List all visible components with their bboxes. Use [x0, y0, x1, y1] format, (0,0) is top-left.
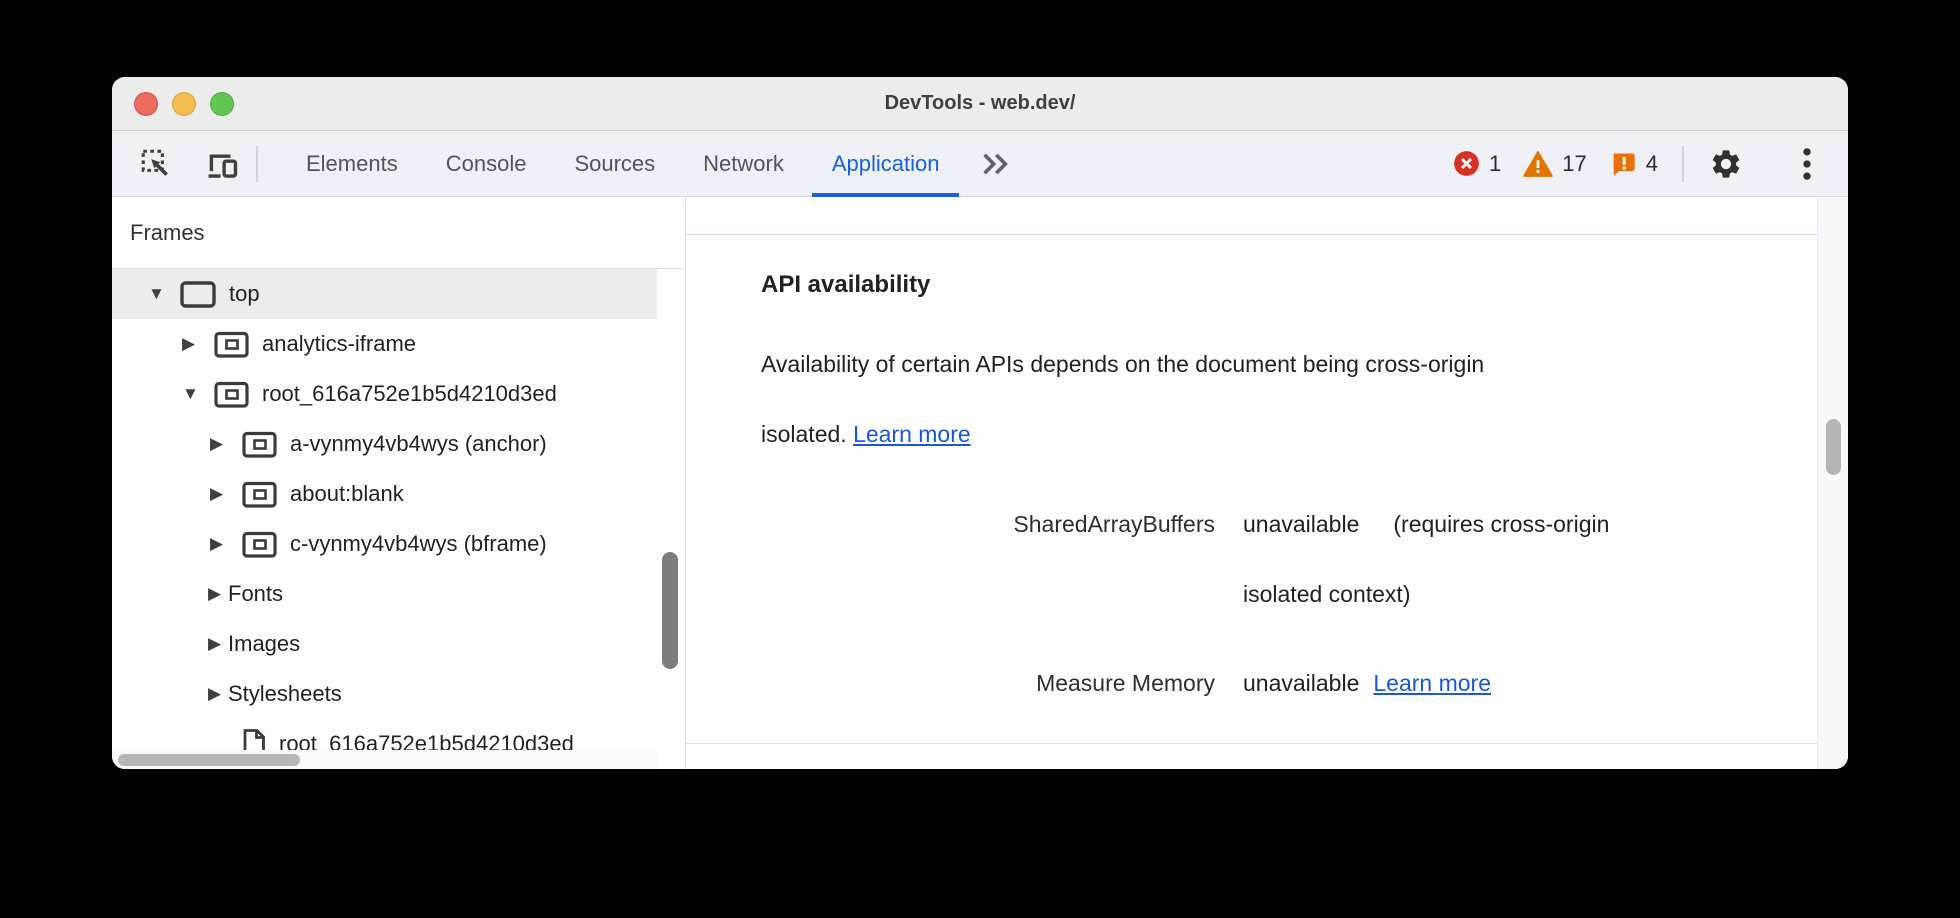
availability-row-sharedarraybuffers: SharedArrayBuffers unavailable (requires c…	[686, 489, 1817, 629]
toolbar-right: 1 17 4	[1453, 145, 1848, 182]
zoom-button[interactable]	[210, 91, 234, 116]
tree-item-label: Fonts	[228, 581, 284, 606]
api-status: unavailable Learn more	[1243, 648, 1783, 718]
triangle-right-icon[interactable]: ▶	[208, 584, 222, 603]
settings-gear-icon[interactable]	[1708, 146, 1744, 182]
tree-item-analytics-iframe[interactable]: ▶ analytics-iframe	[112, 319, 657, 369]
issues-icon	[1613, 153, 1635, 176]
tab-network[interactable]: Network	[703, 150, 784, 176]
titlebar: DevTools - web.dev/	[112, 77, 1848, 131]
iframe-icon	[214, 381, 249, 408]
warning-count: 17	[1562, 150, 1587, 176]
triangle-right-icon[interactable]: ▶	[182, 334, 196, 353]
device-toolbar-icon[interactable]	[204, 146, 240, 182]
learn-more-link[interactable]: Learn more	[1373, 670, 1491, 696]
main-vertical-scrollbar[interactable]	[1817, 197, 1848, 769]
warning-badge[interactable]: 17	[1523, 150, 1587, 178]
tab-strip: Elements Console Sources Network Application	[282, 131, 963, 197]
tree-item-root-616a752e1b5d4210d3ed[interactable]: ▼ root_616a752e1b5d4210d3ed	[112, 369, 657, 419]
tab-application[interactable]: Application	[808, 131, 964, 197]
availability-table: SharedArrayBuffers unavailable (requires c…	[686, 489, 1817, 718]
issues-count: 4	[1645, 150, 1658, 176]
devtools-toolbar: Elements Console Sources Network Application…	[112, 131, 1848, 197]
devtools-window: DevTools - web.dev/ Elements Console Sourc…	[112, 77, 1848, 769]
tree-item-label: a-vynmy4vb4wys (anchor)	[290, 431, 547, 456]
tree-item-label: analytics-iframe	[262, 331, 417, 356]
tree-item-fonts[interactable]: ▶ Fonts	[112, 569, 657, 619]
triangle-right-icon[interactable]: ▶	[210, 434, 224, 453]
iframe-icon	[242, 531, 277, 558]
error-badge[interactable]: 1	[1453, 150, 1501, 177]
frame-icon	[180, 281, 216, 308]
sidebar-horizontal-scrollbar[interactable]	[112, 750, 657, 769]
tree-item-label: top	[229, 281, 260, 306]
application-sidebar: Frames ▼ top ▶ analytics-iframe ▼ root_616a75…	[112, 197, 686, 769]
iframe-icon	[242, 431, 277, 458]
traffic-lights	[134, 77, 234, 130]
frames-section-header[interactable]: Frames	[112, 197, 685, 269]
section-title: API availability	[761, 271, 931, 298]
main-content: API availability Availability of certain…	[686, 197, 1817, 769]
availability-row-measure-memory: Measure Memory unavailable Learn more	[686, 648, 1817, 718]
sidebar-vertical-scrollbar[interactable]	[656, 197, 684, 769]
kebab-menu-icon[interactable]	[1796, 146, 1818, 182]
tab-console[interactable]: Console	[445, 150, 527, 176]
tree-item-top[interactable]: ▼ top	[112, 269, 657, 319]
iframe-icon	[214, 331, 249, 358]
devtools-content: Frames ▼ top ▶ analytics-iframe ▼ root_616a75…	[112, 197, 1848, 769]
triangle-right-icon[interactable]: ▶	[208, 684, 222, 703]
window-title: DevTools - web.dev/	[884, 92, 1076, 114]
close-button[interactable]	[134, 91, 158, 116]
more-tabs-icon[interactable]	[979, 151, 1011, 177]
inspect-element-icon[interactable]	[138, 146, 174, 182]
frame-tree: ▼ top ▶ analytics-iframe ▼ root_616a752e1b5d4…	[112, 269, 657, 769]
triangle-right-icon[interactable]: ▶	[210, 484, 224, 503]
toolbar-separator-right	[1682, 145, 1684, 182]
tree-item-c-vynmy4vb4wys-bframe[interactable]: ▶ c-vynmy4vb4wys (bframe)	[112, 519, 657, 569]
triangle-down-icon[interactable]: ▼	[148, 284, 165, 303]
toolbar-separator	[256, 145, 258, 182]
issues-badge[interactable]: 4	[1609, 150, 1658, 178]
toolbar-left-icons	[112, 146, 240, 182]
status-value: unavailable	[1243, 511, 1360, 537]
sidebar-vertical-scrollbar-thumb[interactable]	[662, 552, 678, 669]
status-note: (requires cross-origin	[1393, 511, 1610, 537]
section-divider	[686, 743, 1817, 744]
api-status: unavailable (requires cross-origin isolate…	[1243, 489, 1783, 629]
api-name: Measure Memory	[1036, 670, 1215, 696]
learn-more-link[interactable]: Learn more	[853, 421, 971, 447]
description-line: Availability of certain APIs depends on …	[761, 351, 1485, 377]
tree-item-label: about:blank	[290, 481, 404, 506]
status-note: isolated context)	[1243, 581, 1411, 607]
tree-item-images[interactable]: ▶ Images	[112, 619, 657, 669]
iframe-icon	[242, 481, 277, 508]
api-name: SharedArrayBuffers	[1013, 511, 1215, 537]
tab-sources[interactable]: Sources	[574, 150, 656, 176]
tree-item-label: root_616a752e1b5d4210d3ed	[262, 381, 557, 406]
tree-item-label: Stylesheets	[228, 681, 342, 706]
tree-item-a-vynmy4vb4wys-anchor[interactable]: ▶ a-vynmy4vb4wys (anchor)	[112, 419, 657, 469]
main-vertical-scrollbar-thumb[interactable]	[1826, 419, 1841, 475]
error-icon	[1454, 151, 1479, 176]
description-line: isolated. Learn more	[761, 421, 971, 447]
tree-item-label: c-vynmy4vb4wys (bframe)	[290, 531, 547, 556]
tab-elements[interactable]: Elements	[306, 150, 398, 176]
warning-icon	[1523, 150, 1554, 177]
tree-item-label: Images	[228, 631, 301, 656]
tree-item-about-blank[interactable]: ▶ about:blank	[112, 469, 657, 519]
error-count: 1	[1489, 150, 1502, 176]
previous-section-strip	[686, 197, 1817, 235]
sidebar-horizontal-scrollbar-thumb[interactable]	[118, 754, 300, 766]
section-description: Availability of certain APIs depends on …	[761, 329, 1771, 469]
minimize-button[interactable]	[172, 91, 196, 116]
triangle-right-icon[interactable]: ▶	[208, 634, 222, 653]
triangle-right-icon[interactable]: ▶	[210, 534, 224, 553]
application-main-panel: API availability Availability of certain…	[686, 197, 1848, 769]
status-value: unavailable	[1243, 670, 1360, 696]
triangle-down-icon[interactable]: ▼	[182, 384, 199, 403]
tree-item-stylesheets[interactable]: ▶ Stylesheets	[112, 669, 657, 719]
